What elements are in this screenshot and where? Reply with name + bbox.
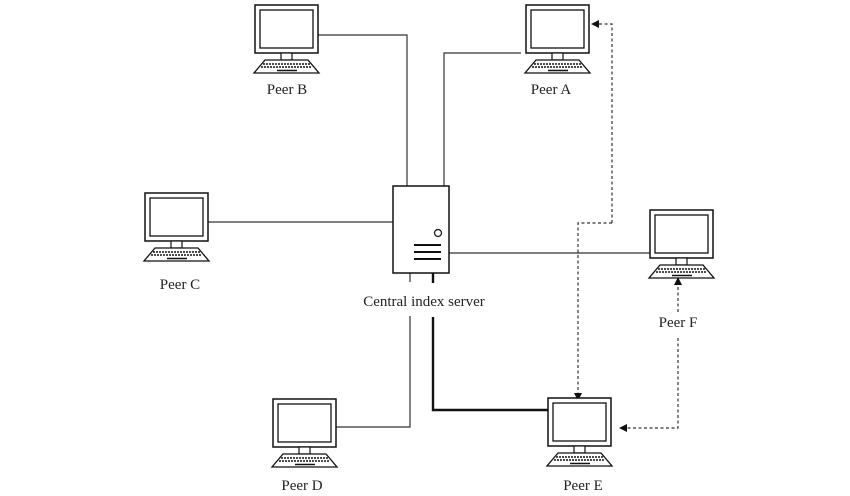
link-server-peer-a <box>443 52 521 188</box>
dashed-arrow-to-peer-a <box>591 20 613 223</box>
peer-c-label: Peer C <box>160 277 200 293</box>
peer-e-computer-icon <box>546 397 613 467</box>
link-server-peer-e <box>431 317 549 412</box>
peer-b-label: Peer B <box>267 82 307 98</box>
peer-b-computer-icon <box>253 4 320 74</box>
link-server-peer-b <box>318 34 408 188</box>
peer-d-computer-icon <box>271 398 338 468</box>
peer-e-label: Peer E <box>563 478 603 494</box>
peer-d-label: Peer D <box>281 478 322 494</box>
server-icon <box>392 185 450 274</box>
server-label: Central index server <box>363 294 485 310</box>
peer-f-computer-icon <box>648 209 715 279</box>
dashed-arrow-to-peer-e-top <box>574 222 612 401</box>
link-server-peer-d <box>336 316 411 428</box>
dashed-arrow-to-peer-e-side <box>619 338 679 432</box>
peer-c-computer-icon <box>143 192 210 262</box>
peer-a-label: Peer A <box>531 82 572 98</box>
peer-a-computer-icon <box>524 4 591 74</box>
peer-f-label: Peer F <box>659 315 698 331</box>
